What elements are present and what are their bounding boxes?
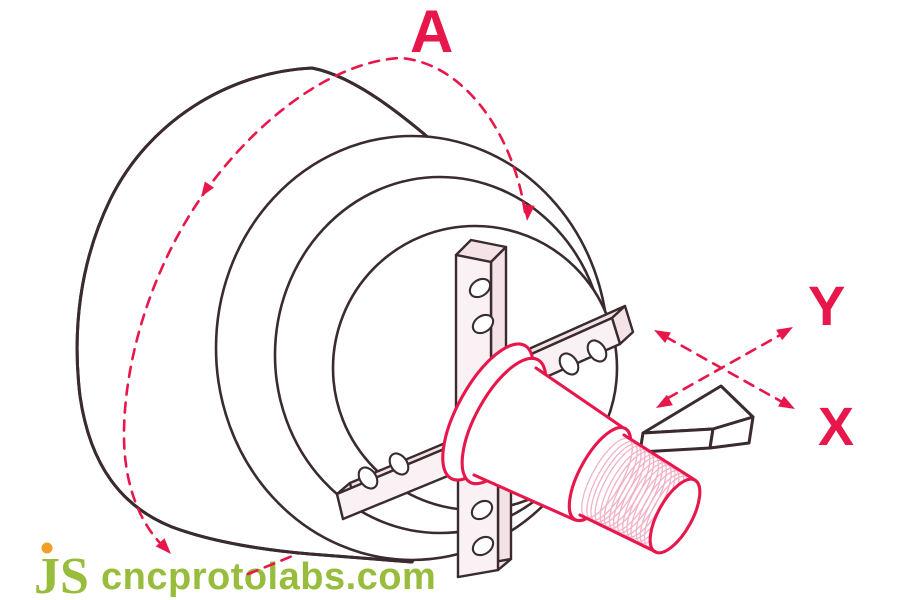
thread-bottom-edge: [578, 513, 658, 554]
jaw-hole: [357, 466, 379, 490]
jaw-hole: [586, 339, 608, 363]
jaw-hole: [471, 535, 495, 557]
arrowhead-icon: [656, 394, 673, 408]
x-axis-arrow: [654, 330, 795, 409]
arrowhead-icon: [201, 181, 214, 197]
arrowhead-icon: [776, 327, 793, 341]
workpiece-shaft-bottom-edge: [472, 473, 577, 522]
workpiece-threads: [576, 433, 702, 555]
watermark: JS cncprotolabs.com: [34, 542, 436, 600]
watermark-dot-icon: [41, 542, 53, 554]
tool-front-face-right: [708, 415, 755, 450]
x-axis-label: X: [818, 397, 854, 457]
workpiece-shaft-top-edge: [534, 366, 627, 431]
jaw-hole: [471, 313, 495, 335]
a-axis-label: A: [410, 0, 453, 65]
cutting-tool: [638, 384, 755, 454]
y-axis-arrow: [656, 327, 793, 408]
workpiece: [441, 342, 702, 555]
arrowhead-icon: [155, 538, 171, 554]
jaw-hole: [388, 452, 410, 476]
jaw-hole: [468, 277, 492, 299]
watermark-logo: JS: [34, 548, 89, 600]
watermark-site: cncprotolabs.com: [101, 556, 436, 598]
arrowhead-icon: [654, 330, 671, 344]
jaw-hole: [558, 352, 580, 376]
tool-front-face: [638, 427, 715, 454]
arrowhead-icon: [522, 204, 535, 221]
a-axis-rotation-arc: [122, 56, 535, 554]
arrowhead-icon: [778, 395, 795, 409]
jaw-hole: [470, 499, 494, 521]
a-axis-arc-hidden-segment: [246, 535, 336, 576]
y-axis-label: Y: [808, 274, 845, 337]
thread-top-edge: [622, 433, 697, 482]
